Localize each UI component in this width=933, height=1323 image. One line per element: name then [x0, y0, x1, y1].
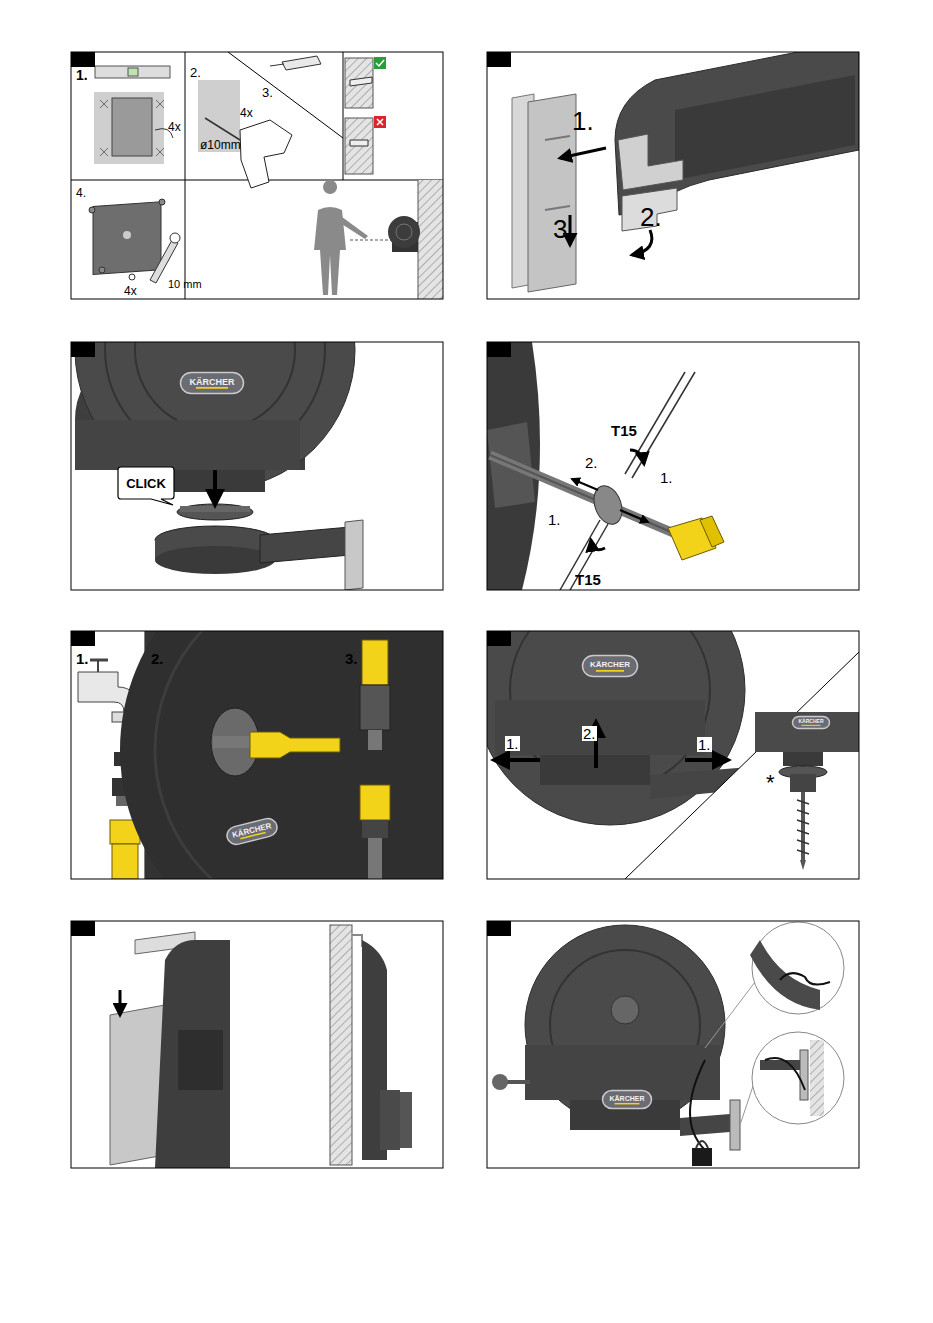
step-label: T15 — [575, 572, 601, 587]
step-label: 2. — [640, 204, 662, 230]
step-label: ø10mm — [200, 139, 241, 151]
speech-bubble: CLICK — [117, 466, 175, 506]
brand-text: KÄRCHER — [190, 378, 235, 387]
logo-badge: KÄRCHER — [582, 655, 638, 677]
step-label: 2. — [190, 66, 201, 79]
bracket-panel — [512, 52, 859, 292]
step-label: 1. — [76, 68, 88, 82]
brand-text: KÄRCHER — [590, 661, 630, 669]
hose-screw-panel — [487, 342, 724, 590]
panel-frames — [71, 52, 859, 1168]
step-label: 3. — [553, 216, 575, 242]
step-label: 3. — [345, 651, 358, 666]
removal-panel — [487, 631, 859, 879]
step-label: T15 — [611, 423, 637, 438]
step-label: 1. — [505, 736, 520, 751]
logo-badge: KÄRCHER — [224, 816, 279, 847]
tap-connection-panel — [78, 631, 443, 879]
step-label: 4x — [240, 107, 253, 119]
logo-badge: KÄRCHER — [792, 716, 830, 729]
step-label: 3. — [262, 86, 273, 99]
reel-click-panel — [75, 342, 363, 590]
step-label: 4x — [124, 285, 137, 297]
step-label: 4x — [168, 121, 181, 133]
step-label: 1. — [660, 470, 673, 485]
brand-text: KÄRCHER — [610, 1095, 645, 1102]
bubble-text: CLICK — [126, 477, 166, 490]
step-label: 1. — [572, 108, 594, 134]
step-label: 2. — [151, 651, 164, 666]
step-label: 1. — [697, 737, 712, 752]
step-label: 1. — [75, 651, 90, 666]
brand-text: KÄRCHER — [799, 719, 824, 724]
step-label: 2. — [582, 726, 597, 741]
step-label: 4. — [76, 187, 86, 199]
step-label: 2. — [585, 455, 598, 470]
panel-tabs — [71, 52, 511, 936]
mounting-panel — [71, 52, 443, 299]
logo-badge: KÄRCHER — [602, 1090, 652, 1109]
step-label: 10 mm — [168, 279, 202, 290]
step-label: 1. — [548, 512, 561, 527]
lock-panel — [492, 922, 844, 1166]
logo-badge: KÄRCHER — [180, 372, 244, 394]
step-label: * — [766, 772, 775, 794]
bracket-hang-panel — [110, 925, 412, 1168]
